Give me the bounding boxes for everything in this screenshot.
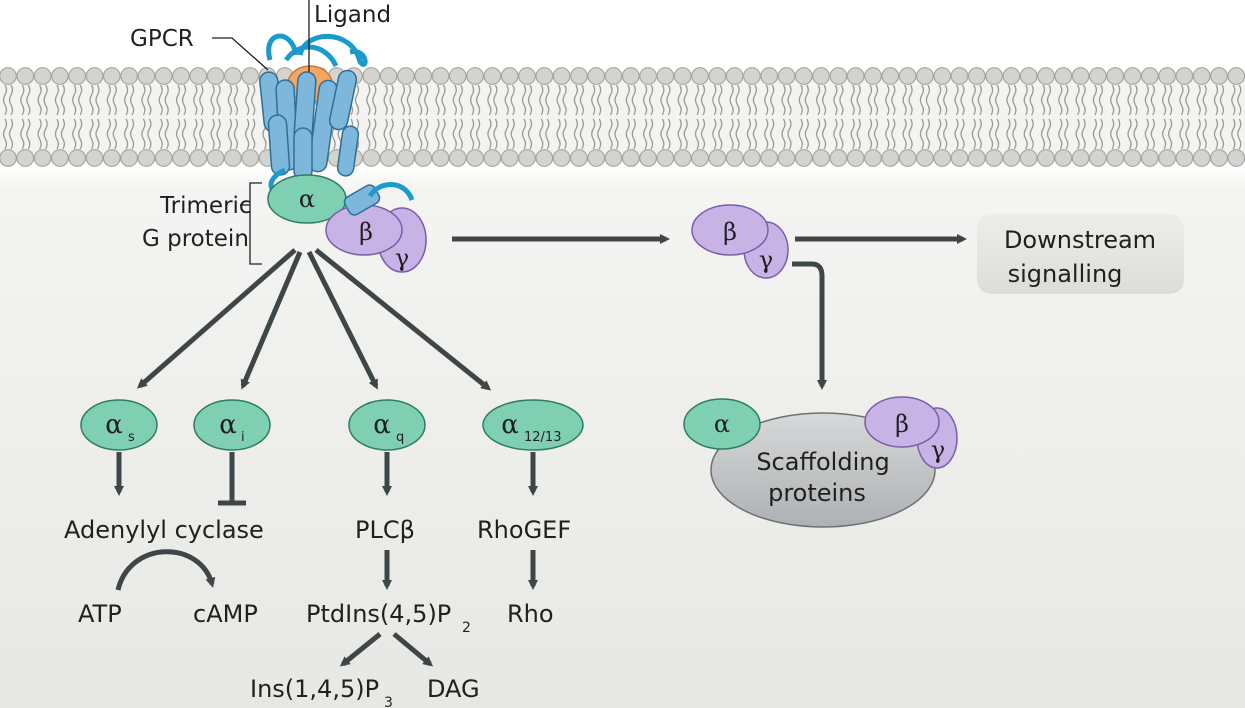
- alpha-q: α q: [348, 399, 426, 451]
- alpha-12-13-subscript: 12/13: [524, 430, 561, 445]
- trimeric-label-line1: Trimeric: [159, 193, 252, 219]
- gamma-subunit-label: γ: [395, 244, 409, 272]
- alpha-i-symbol: α: [219, 410, 237, 440]
- dag-label: DAG: [427, 675, 480, 703]
- alpha-i-subscript: i: [241, 430, 245, 445]
- ip3-label: Ins(1,4,5)P: [250, 675, 379, 703]
- cell-membrane: [0, 67, 1245, 167]
- free-gamma-label: γ: [759, 246, 773, 274]
- downstream-label-line2: signalling: [1008, 260, 1123, 288]
- scaffold-label-line1: Scaffolding: [756, 448, 889, 476]
- alpha-arrows: [136, 248, 492, 391]
- pip2-label: PtdIns(4,5)P: [306, 600, 451, 628]
- scaffold-alpha-label: α: [714, 410, 730, 438]
- gpcr-receptor: [259, 33, 368, 198]
- downstream-label-line1: Downstream: [1004, 226, 1156, 254]
- rhogef-label: RhoGEF: [477, 516, 571, 544]
- free-beta-gamma: β γ: [691, 204, 789, 279]
- scaffolding-complex: Scaffolding proteins α β γ: [683, 396, 958, 528]
- scaffold-label-line2: proteins: [768, 479, 866, 507]
- free-beta-label: β: [723, 218, 737, 246]
- scaffold-beta-label: β: [895, 410, 909, 438]
- alpha-s: α s: [80, 399, 158, 451]
- alpha-q-symbol: α: [373, 410, 391, 440]
- alpha-12-13: α 12/13: [482, 399, 584, 451]
- trimeric-label-line2: G protein: [142, 226, 249, 252]
- ip3-subscript: 3: [384, 695, 393, 708]
- alpha-s-symbol: α: [105, 410, 123, 440]
- camp-label: cAMP: [193, 600, 258, 628]
- alpha-s-subscript: s: [128, 430, 135, 445]
- adenylyl-cyclase-label: Adenylyl cyclase: [64, 516, 264, 544]
- downstream-signalling-box: Downstream signalling: [977, 214, 1184, 294]
- scaffold-gamma-label: γ: [931, 436, 945, 464]
- trimeric-g-protein: α β γ: [267, 174, 427, 273]
- alpha-subunit-label: α: [299, 185, 315, 213]
- rho-label: Rho: [507, 600, 554, 628]
- alpha-12-13-symbol: α: [501, 410, 519, 440]
- atp-label: ATP: [78, 600, 122, 628]
- plcb-label: PLCβ: [355, 516, 415, 544]
- alpha-i: α i: [193, 399, 271, 451]
- pip2-subscript: 2: [462, 620, 471, 636]
- beta-subunit-label: β: [359, 218, 373, 246]
- ligand-label: Ligand: [314, 2, 391, 28]
- alpha-q-subscript: q: [396, 430, 404, 445]
- gpcr-label: GPCR: [130, 26, 194, 52]
